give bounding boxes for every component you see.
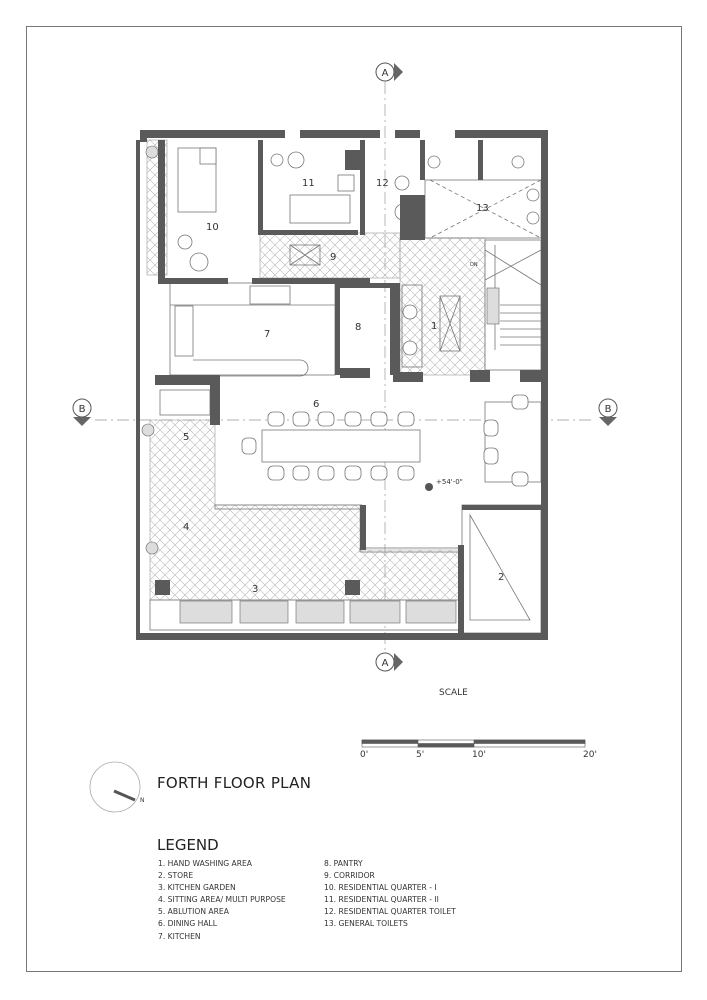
legend-column-2: 8. PANTRY 9. CORRIDOR 10. RESIDENTIAL QU… [324,858,456,931]
room-7: 7 [264,329,270,340]
room-5: 5 [183,432,189,443]
scale-tick: 20' [583,750,597,760]
legend-item: 2. STORE [158,871,194,881]
walls [136,130,548,640]
section-label: A [382,658,389,669]
scale-tick: 5' [416,750,425,760]
legend-item: 6. DINING HALL [158,919,218,929]
north-label: N [140,797,145,804]
legend-item: 13. GENERAL TOILETS [324,919,408,929]
room-1: 1 [431,321,437,332]
scale-label: SCALE [439,688,468,698]
legend-item: 7. KITCHEN [158,931,201,941]
section-label: B [79,404,86,415]
scale-bar [361,739,586,748]
bed-2 [289,194,351,224]
room-9: 9 [330,252,336,263]
section-marker-b-right: B [598,398,618,426]
section-label: A [382,68,389,79]
level-marker-icon [425,483,433,491]
room-6: 6 [313,399,319,410]
room-13: 13 [476,203,489,214]
legend-item: 1. HAND WASHING AREA [158,859,253,868]
drawing-title: FORTH FLOOR PLAN [157,774,312,792]
drawing-border [26,26,682,972]
legend-column-1: 1. HAND WASHING AREA 2. STORE 3. KITCHEN… [158,858,286,943]
scale-tick: 0' [360,750,369,760]
room-2: 2 [498,572,504,583]
level-marker: +54'-0" [436,478,463,486]
scale-tick: 10' [472,750,486,760]
room-4: 4 [183,522,189,533]
legend-item: 5. ABLUTION AREA [158,907,229,917]
room-8: 8 [355,322,361,333]
room-11: 11 [302,178,315,189]
room-3: 3 [252,584,258,595]
dining-furniture [159,147,542,487]
planters [141,145,500,624]
legend-item: 11. RESIDENTIAL QUARTER - II [324,895,439,905]
legend-item: 8. PANTRY [324,859,363,868]
chairs [241,394,529,487]
legend-item: 10. RESIDENTIAL QUARTER - I [324,883,437,893]
room-10: 10 [206,222,219,233]
stair-label: DN [470,262,478,268]
room-12: 12 [376,178,389,189]
section-marker-a-bottom: A [375,652,403,672]
legend-title: LEGEND [157,836,219,854]
legend-item: 3. KITCHEN GARDEN [158,883,236,893]
section-marker-a-top: A [375,62,403,82]
corridor-hatch [259,232,401,279]
legend-item: 4. SITTING AREA/ MULTI PURPOSE [158,895,286,905]
north-arrow-icon [89,761,141,813]
room-numbers: 1 2 3 4 5 6 7 8 9 10 11 12 13 [183,178,504,595]
section-marker-b-left: B [72,398,92,426]
legend-item: 9. CORRIDOR [324,871,375,881]
legend-item: 12. RESIDENTIAL QUARTER TOILET [324,907,456,917]
section-label: B [605,404,612,415]
